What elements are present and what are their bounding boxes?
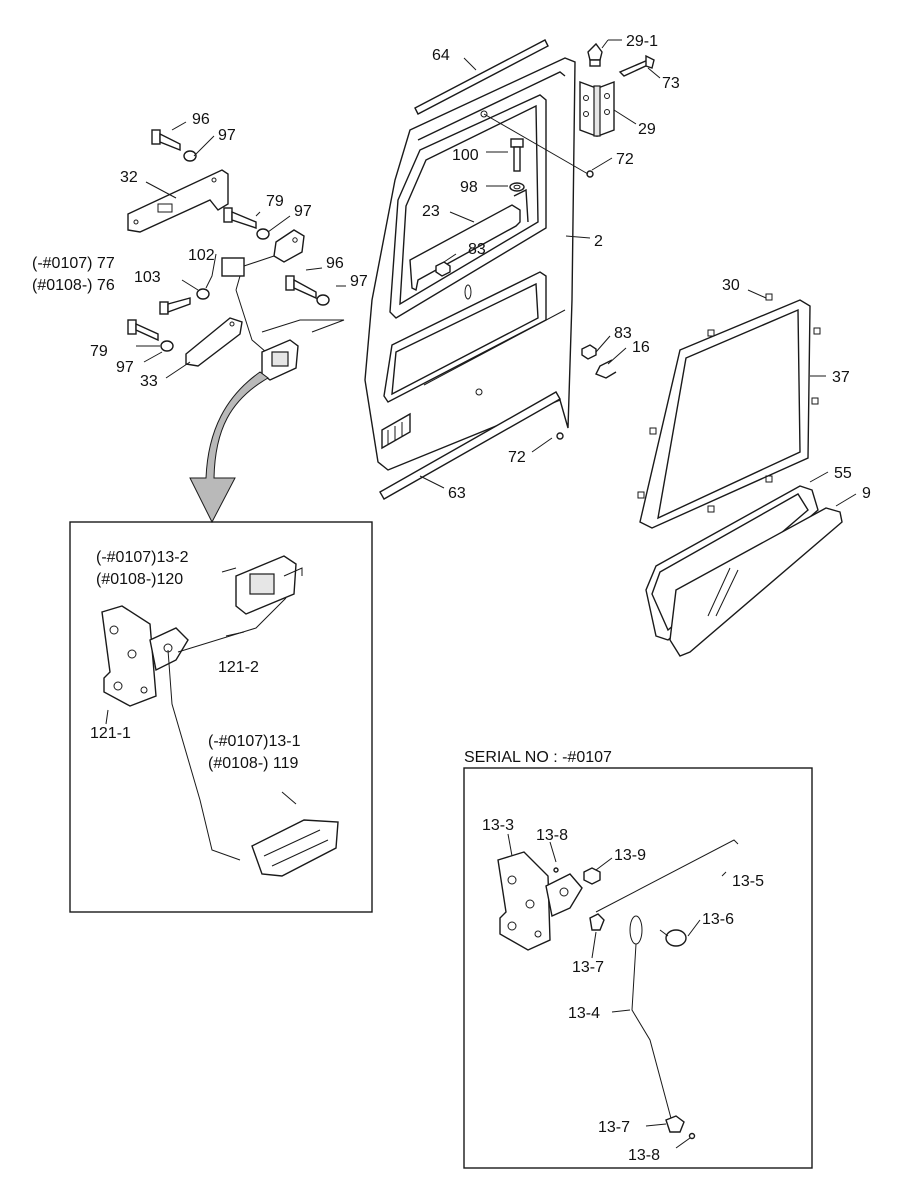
plate-32 xyxy=(127,169,229,233)
washer-97-mid xyxy=(316,294,330,306)
label-30: 30 xyxy=(722,277,740,294)
washer-103 xyxy=(196,288,210,300)
label-83-upper: 83 xyxy=(468,241,486,258)
knob-13-6 xyxy=(659,929,687,947)
switch-bracket xyxy=(273,229,305,263)
handle-120 xyxy=(235,555,303,615)
label-103: 103 xyxy=(134,269,161,286)
callout-labels: 64 29-1 73 29 96 97 32 79 97 100 72 98 2… xyxy=(32,33,871,1164)
label-13-8-upper: 13-8 xyxy=(536,827,568,844)
label-37: 37 xyxy=(832,369,850,386)
door-frame xyxy=(364,57,576,471)
label-97-mid: 97 xyxy=(350,273,368,290)
label-97-upper: 97 xyxy=(294,203,312,220)
glass-pane-9 xyxy=(669,507,843,657)
label-79-lower: 79 xyxy=(90,343,108,360)
weather-strip-upper xyxy=(414,39,549,115)
label-13-8-lower: 13-8 xyxy=(628,1147,660,1164)
label-13-5: 13-5 xyxy=(732,873,764,890)
label-serial: SERIAL NO : -#0107 xyxy=(464,749,612,766)
label-13-7-upper: 13-7 xyxy=(572,959,604,976)
bolt-96-lower xyxy=(285,275,317,300)
label-97-lower: 97 xyxy=(116,359,134,376)
grab-handle xyxy=(409,188,529,292)
label-32: 32 xyxy=(120,169,138,186)
label-121-2: 121-2 xyxy=(218,659,259,676)
inset-box-latch xyxy=(69,521,373,913)
grease-nipple xyxy=(587,42,603,67)
pin-13-8-upper xyxy=(553,867,559,873)
latch-13-3 xyxy=(497,851,583,951)
label-55: 55 xyxy=(834,465,852,482)
label-13-6: 13-6 xyxy=(702,911,734,928)
label-96-lower: 96 xyxy=(326,255,344,272)
label-29-1: 29-1 xyxy=(626,33,658,50)
screw-73 xyxy=(618,54,655,77)
nut-13-9 xyxy=(583,867,601,885)
weather-strip-lower xyxy=(379,391,561,500)
bolt-100 xyxy=(510,138,524,172)
glass-seal-37 xyxy=(637,293,821,529)
label-33: 33 xyxy=(140,373,158,390)
label-77: (-#0107) 77 xyxy=(32,255,115,272)
clip-13-7-lower xyxy=(665,1115,685,1133)
latch-121-1 xyxy=(101,605,189,707)
label-16: 16 xyxy=(632,339,650,356)
pin-13-8-lower xyxy=(688,1132,696,1140)
guide-box xyxy=(261,319,345,333)
washer-97-upper xyxy=(256,228,270,240)
label-9: 9 xyxy=(862,485,871,502)
label-13-7-lower: 13-7 xyxy=(598,1119,630,1136)
label-72-lower: 72 xyxy=(508,449,526,466)
stopper-72-lower xyxy=(556,432,564,440)
label-23: 23 xyxy=(422,203,440,220)
label-83-lower: 83 xyxy=(614,325,632,342)
washer-97-lower xyxy=(160,340,174,352)
switch-102 xyxy=(221,255,275,291)
washer-98 xyxy=(509,182,525,192)
label-73: 73 xyxy=(662,75,680,92)
label-119: (#0108-) 119 xyxy=(208,755,299,772)
label-98: 98 xyxy=(460,179,478,196)
nut-83-lower xyxy=(581,344,597,360)
label-13-9: 13-9 xyxy=(614,847,646,864)
callout-arrow xyxy=(189,371,269,524)
label-102: 102 xyxy=(188,247,215,264)
washer-97-top xyxy=(183,150,197,162)
bolt-96-top xyxy=(151,129,181,152)
label-72-upper: 72 xyxy=(616,151,634,168)
bolt-79-lower xyxy=(127,319,159,342)
label-13-3: 13-3 xyxy=(482,817,514,834)
label-121-1: 121-1 xyxy=(90,725,131,742)
inner-handle xyxy=(261,339,299,381)
cover-33 xyxy=(185,317,243,367)
leader-lines xyxy=(105,39,857,1149)
label-29: 29 xyxy=(638,121,656,138)
label-76: (#0108-) 76 xyxy=(32,277,115,294)
hinge-29 xyxy=(579,80,615,138)
link-rod xyxy=(235,289,267,353)
label-2: 2 xyxy=(594,233,603,250)
rod-121-2 xyxy=(167,597,287,861)
label-64: 64 xyxy=(432,47,450,64)
label-13-4: 13-4 xyxy=(568,1005,600,1022)
label-97-top: 97 xyxy=(218,127,236,144)
label-96-top: 96 xyxy=(192,111,210,128)
label-63: 63 xyxy=(448,485,466,502)
bolt-79-upper xyxy=(223,207,257,229)
label-120: (#0108-)120 xyxy=(96,571,183,588)
pin-16 xyxy=(595,359,617,379)
handle-119 xyxy=(251,819,339,877)
label-13-1: (-#0107)13-1 xyxy=(208,733,301,750)
label-79-upper: 79 xyxy=(266,193,284,210)
screw-76-77 xyxy=(159,297,191,315)
clip-13-7-upper xyxy=(589,913,605,931)
inset-box-serial xyxy=(463,767,813,1169)
label-100: 100 xyxy=(452,147,479,164)
rod-13-4 xyxy=(629,915,673,1123)
label-13-2: (-#0107)13-2 xyxy=(96,549,189,566)
rod-13-5 xyxy=(595,839,739,913)
